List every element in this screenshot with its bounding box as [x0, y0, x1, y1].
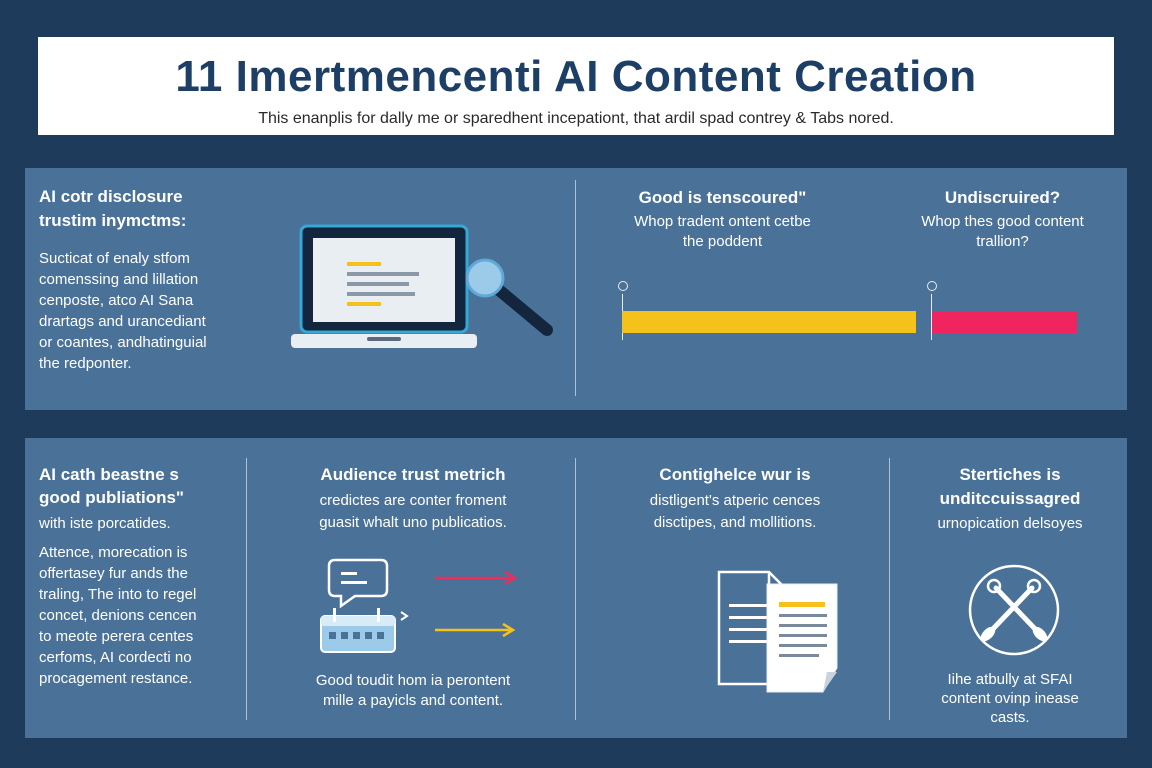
- contighelce-heading: Contighelce wur is: [659, 465, 811, 484]
- page-subtitle: This enanplis for dally me or sparedhent…: [258, 110, 894, 127]
- bar-marker-right: [927, 281, 937, 291]
- disclosure-body-line-1: Sucticat of enaly stfom: [39, 250, 190, 267]
- bar-tick-right: [931, 294, 932, 340]
- trust-bar-pink: [932, 311, 1077, 333]
- disclosure-body-line-4: drartags and urancediant: [39, 313, 206, 330]
- publications-body-line-1: Attence, morecation is: [39, 544, 188, 561]
- bottom-panel: AI cath beastne s good publiations" with…: [25, 438, 1127, 738]
- publications-body-line-6: cerfoms, AI cordecti no: [39, 649, 192, 666]
- trust-metric-footer-line-2: mille a payicls and content.: [322, 692, 504, 709]
- bottom-divider-3: [889, 458, 890, 720]
- stertiches-heading-line-2: unditccuissagred: [939, 489, 1081, 508]
- trust-metric-body-line-2: guasit whalt uno publicatios.: [319, 514, 507, 531]
- top-panel: AI cotr disclosure trustim inymctms: Suc…: [25, 168, 1127, 410]
- tools-icon: [968, 564, 1060, 656]
- good-heading: Good is tenscoured": [638, 188, 807, 207]
- stertiches-heading-line-1: Stertiches is: [959, 465, 1061, 484]
- disclosure-heading-line-1: AI cotr disclosure: [39, 187, 183, 206]
- arrows-icon: [435, 570, 518, 638]
- disclosure-body-line-5: or coantes, andhatinguial: [39, 334, 207, 351]
- trust-bar-yellow: [622, 311, 916, 333]
- disclosure-heading-line-2: trustim inymctms:: [39, 211, 187, 230]
- publications-heading-line-1: AI cath beastne s: [39, 465, 179, 484]
- contighelce-body-line-2: disctipes, and mollitions.: [653, 514, 817, 531]
- undiscured-heading: Undiscruired?: [944, 188, 1061, 207]
- disclosure-body-line-6: the redponter.: [39, 355, 132, 372]
- header-banner: 11 Imertmencenti AI Content Creation Thi…: [38, 37, 1114, 135]
- page-title: 11 Imertmencenti AI Content Creation: [175, 52, 977, 101]
- publications-body-line-4: concet, denions cencen: [39, 607, 197, 624]
- publications-body-line-2: offertasey fur ands the: [39, 565, 188, 582]
- publications-body-line-5: to meote perera centes: [39, 628, 194, 645]
- publications-body-line-3: traling, The into to regel: [39, 586, 197, 603]
- undiscured-body-line-2: trallion?: [976, 233, 1029, 250]
- publications-body-line-7: procagement restance.: [39, 670, 193, 687]
- contighelce-body-line-1: distligent's atperic cences: [649, 492, 821, 509]
- trust-metric-body-line-1: credictes are conter froment: [319, 492, 507, 509]
- good-body-line-1: Whop tradent ontent cetbe: [634, 213, 811, 230]
- trust-metric-heading: Audience trust metrich: [320, 465, 506, 484]
- laptop-icon: [291, 224, 477, 348]
- publications-heading-line-2: good publiations": [39, 488, 184, 507]
- good-body-line-2: the poddent: [682, 233, 763, 250]
- bar-marker-left: [618, 281, 628, 291]
- stertiches-footer-line-2: content ovinp inease: [941, 690, 1079, 707]
- stertiches-footer-line-3: casts.: [990, 709, 1030, 726]
- disclosure-body-line-2: comenssing and lillation: [39, 271, 199, 288]
- bottom-divider-2: [575, 458, 576, 720]
- chat-bubble-icon: [327, 558, 389, 609]
- trust-metric-footer-line-1: Good toudit hom ia perontent: [315, 672, 511, 689]
- magnifier-icon: [465, 258, 553, 336]
- publications-subheading: with iste porcatides.: [39, 515, 171, 532]
- stertiches-subheading: urnopication delsoyes: [937, 515, 1083, 532]
- calendar-icon: [320, 608, 409, 653]
- document-icon: [717, 570, 838, 693]
- undiscured-body-line-1: Whop thes good content: [921, 213, 1084, 230]
- top-divider: [575, 180, 576, 396]
- disclosure-body-line-3: cenposte, atco AI Sana: [39, 292, 194, 309]
- bottom-divider-1: [246, 458, 247, 720]
- stertiches-footer-line-1: Iihe atbully at SFAI: [947, 671, 1073, 688]
